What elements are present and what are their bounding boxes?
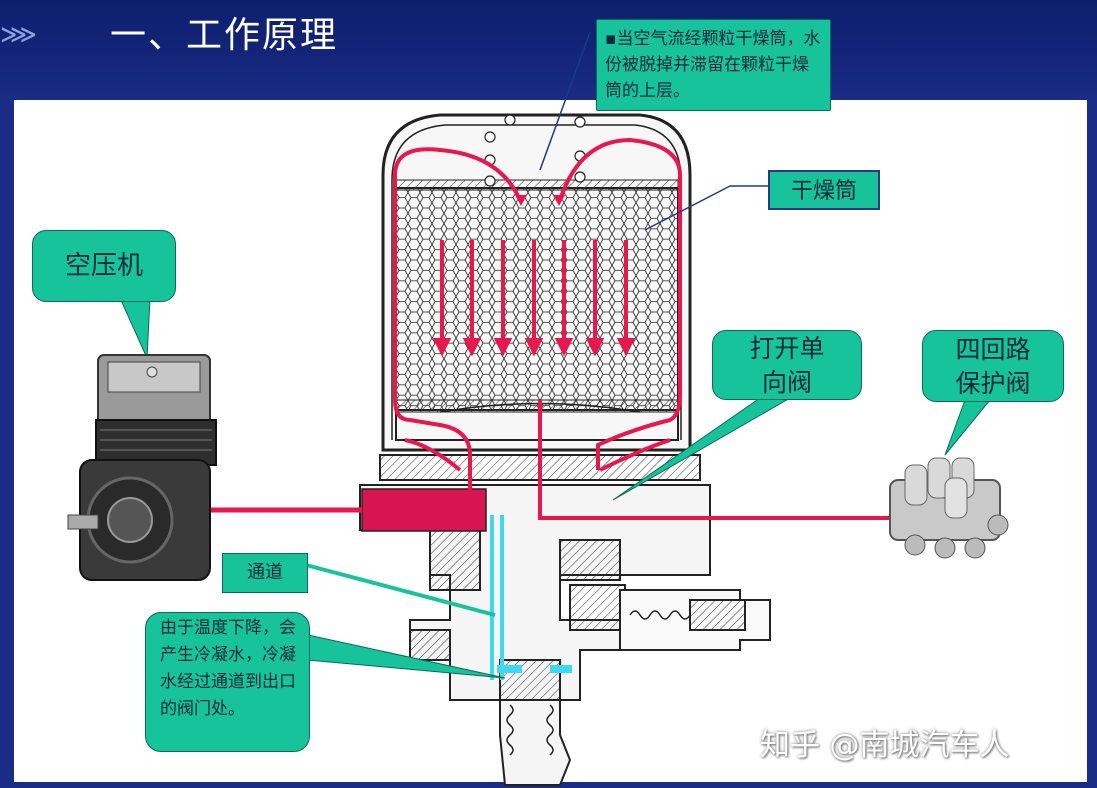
valve-spring xyxy=(629,610,691,620)
desiccant-cartridge xyxy=(395,187,679,411)
four-circuit-valve-image xyxy=(889,457,1009,559)
air-compressor-image xyxy=(67,354,217,581)
airflow-down-arrows xyxy=(432,240,636,357)
page-title: 一、工作原理 xyxy=(110,15,339,56)
check-valve-label-line2: 向阀 xyxy=(761,368,812,397)
condensate-channel xyxy=(490,515,504,680)
four-circuit-label-line2: 保护阀 xyxy=(955,369,1031,398)
top-flow-arrowheads xyxy=(515,195,565,206)
four-circuit-valve-label: 四回路 保护阀 xyxy=(922,330,1064,402)
outlet-pipe xyxy=(538,400,890,520)
valve-body xyxy=(359,454,771,786)
corner-decoration-icon: ⋙ xyxy=(0,20,37,50)
inlet-port xyxy=(361,488,487,532)
four-circuit-label-line1: 四回路 xyxy=(955,335,1031,364)
compressor-pointer xyxy=(119,297,151,359)
airflow-paths xyxy=(393,137,682,490)
right-border xyxy=(1087,100,1097,788)
top-note-callout: ▪当空气流经颗粒干燥筒，水份被脱掉并滞留在颗粒干燥筒的上层。 xyxy=(596,19,831,111)
check-valve-label: 打开单 向阀 xyxy=(712,330,862,400)
left-border xyxy=(0,100,14,788)
check-valve-label-line1: 打开单 xyxy=(749,334,825,363)
leader-lines xyxy=(539,31,768,231)
compressor-label: 空压机 xyxy=(32,230,176,302)
condensate-callout: 由于温度下降，会产生冷凝水，冷凝水经过通道到出口的阀门处。 xyxy=(145,612,310,752)
watermark: 知乎 @南城汽车人 xyxy=(760,728,1010,763)
channel-pointer xyxy=(305,563,496,617)
channel-label: 通道 xyxy=(222,553,308,593)
dryer-label: 干燥筒 xyxy=(768,170,880,210)
header-band xyxy=(0,0,1097,100)
four-circuit-pointer xyxy=(944,399,992,456)
